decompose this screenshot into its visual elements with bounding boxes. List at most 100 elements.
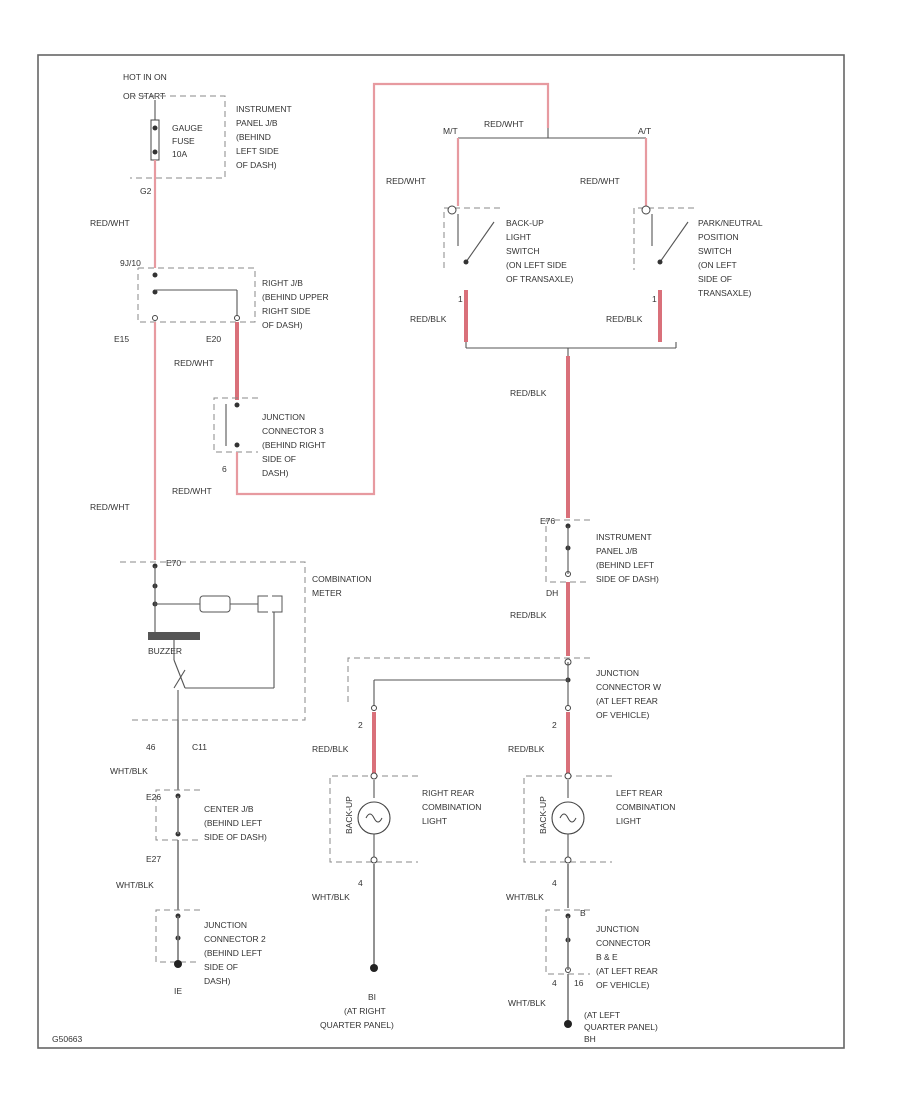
svg-text:(BEHIND LEFT: (BEHIND LEFT bbox=[596, 560, 654, 570]
backup-switch-label: BACK-UP LIGHT SWITCH (ON LEFT SIDE OF TR… bbox=[506, 218, 574, 284]
svg-text:JUNCTION: JUNCTION bbox=[596, 668, 639, 678]
conn-4b: 4 bbox=[552, 978, 557, 988]
svg-text:(BEHIND LEFT: (BEHIND LEFT bbox=[204, 948, 262, 958]
junction-connector-3-label: JUNCTION CONNECTOR 3 (BEHIND RIGHT SIDE … bbox=[262, 412, 326, 478]
svg-text:(BEHIND: (BEHIND bbox=[236, 132, 271, 142]
gauge-fuse-label: GAUGE FUSE 10A bbox=[172, 123, 203, 159]
meter-resistor-icon bbox=[199, 595, 231, 613]
right-jb-box bbox=[137, 267, 256, 323]
svg-text:(ON LEFT: (ON LEFT bbox=[698, 260, 737, 270]
junction-connector-b-label: JUNCTION CONNECTOR B & E (AT LEFT REAR O… bbox=[596, 924, 658, 990]
svg-text:PANEL J/B: PANEL J/B bbox=[236, 118, 278, 128]
right-jb-label: RIGHT J/B (BEHIND UPPER RIGHT SIDE OF DA… bbox=[262, 278, 329, 330]
svg-text:METER: METER bbox=[312, 588, 342, 598]
svg-text:RIGHT J/B: RIGHT J/B bbox=[262, 278, 303, 288]
conn-b6: B bbox=[580, 908, 586, 918]
svg-text:(BEHIND UPPER: (BEHIND UPPER bbox=[262, 292, 329, 302]
svg-text:LIGHT: LIGHT bbox=[422, 816, 447, 826]
svg-text:INSTRUMENT: INSTRUMENT bbox=[596, 532, 652, 542]
conn-e26: E26 bbox=[146, 792, 161, 802]
conn-e20: E20 bbox=[206, 334, 221, 344]
ground-center-icon bbox=[174, 960, 182, 968]
ground-right-label: BI (AT RIGHT QUARTER PANEL) bbox=[320, 992, 394, 1030]
svg-text:RIGHT REAR: RIGHT REAR bbox=[422, 788, 474, 798]
svg-text:OF VEHICLE): OF VEHICLE) bbox=[596, 710, 650, 720]
junction-connector-w-label: JUNCTION CONNECTOR W (AT LEFT REAR OF VE… bbox=[596, 668, 661, 720]
svg-text:INSTRUMENT: INSTRUMENT bbox=[236, 104, 292, 114]
center-jb-label: CENTER J/B (BEHIND LEFT SIDE OF DASH) bbox=[204, 804, 267, 842]
buzzer-label: BUZZER bbox=[148, 646, 182, 656]
conn-1a: 1 bbox=[458, 294, 463, 304]
wire-label-redblk-5: RED/BLK bbox=[312, 744, 349, 754]
wire-label-redwht-3: RED/WHT bbox=[172, 486, 212, 496]
ground-left-icon bbox=[564, 1020, 572, 1028]
conn-46: 46 bbox=[146, 742, 156, 752]
svg-text:(ON LEFT SIDE: (ON LEFT SIDE bbox=[506, 260, 567, 270]
svg-text:QUARTER PANEL): QUARTER PANEL) bbox=[320, 1020, 394, 1030]
wire-label-whtblk-2: WHT/BLK bbox=[116, 880, 154, 890]
wire-label-redblk-1: RED/BLK bbox=[410, 314, 447, 324]
wire-label-redwht-5: RED/WHT bbox=[484, 119, 524, 129]
svg-text:FUSE: FUSE bbox=[172, 136, 195, 146]
junction-connector-2-label: JUNCTION CONNECTOR 2 (BEHIND LEFT SIDE O… bbox=[204, 920, 266, 986]
svg-text:(AT RIGHT: (AT RIGHT bbox=[344, 1006, 386, 1016]
conn-6: 6 bbox=[222, 464, 227, 474]
svg-text:OF DASH): OF DASH) bbox=[262, 320, 303, 330]
svg-text:JUNCTION: JUNCTION bbox=[262, 412, 305, 422]
svg-text:RIGHT SIDE: RIGHT SIDE bbox=[262, 306, 311, 316]
left-rear-lamp-label: LEFT REAR COMBINATION LIGHT bbox=[616, 788, 675, 826]
svg-text:CONNECTOR W: CONNECTOR W bbox=[596, 682, 661, 692]
left-bulb-tag: BACK-UP bbox=[538, 796, 548, 834]
meter-coil-icon bbox=[257, 595, 268, 613]
svg-text:SWITCH: SWITCH bbox=[698, 246, 732, 256]
instrument-panel-jb-right-label: INSTRUMENT PANEL J/B (BEHIND LEFT SIDE O… bbox=[596, 532, 659, 584]
conn-4r: 4 bbox=[358, 878, 363, 888]
pn-switch-label: PARK/NEUTRAL POSITION SWITCH (ON LEFT SI… bbox=[698, 218, 763, 298]
svg-text:DASH): DASH) bbox=[262, 468, 289, 478]
svg-text:SIDE OF: SIDE OF bbox=[698, 274, 732, 284]
svg-text:(BEHIND RIGHT: (BEHIND RIGHT bbox=[262, 440, 326, 450]
svg-text:TRANSAXLE): TRANSAXLE) bbox=[698, 288, 752, 298]
ground-left-label: (AT LEFT QUARTER PANEL) BH bbox=[584, 1010, 658, 1044]
svg-text:B & E: B & E bbox=[596, 952, 618, 962]
conn-4l: 4 bbox=[552, 878, 557, 888]
instrument-panel-jb-top-label: INSTRUMENT PANEL J/B (BEHIND LEFT SIDE O… bbox=[236, 104, 292, 170]
svg-text:SIDE OF: SIDE OF bbox=[262, 454, 296, 464]
conn-dh: DH bbox=[546, 588, 558, 598]
svg-text:QUARTER PANEL): QUARTER PANEL) bbox=[584, 1022, 658, 1032]
svg-text:PARK/NEUTRAL: PARK/NEUTRAL bbox=[698, 218, 763, 228]
svg-text:(BEHIND LEFT: (BEHIND LEFT bbox=[204, 818, 262, 828]
svg-text:LEFT REAR: LEFT REAR bbox=[616, 788, 663, 798]
svg-text:COMBINATION: COMBINATION bbox=[312, 574, 371, 584]
ground-right-icon bbox=[370, 964, 378, 972]
svg-text:OF VEHICLE): OF VEHICLE) bbox=[596, 980, 650, 990]
svg-text:COMBINATION: COMBINATION bbox=[422, 802, 481, 812]
mt-label: M/T bbox=[443, 126, 458, 136]
hot-label-1: HOT IN ON bbox=[123, 72, 167, 82]
svg-text:POSITION: POSITION bbox=[698, 232, 739, 242]
diagram-border bbox=[37, 54, 845, 1049]
backup-switch-icon bbox=[465, 221, 495, 263]
wire-label-redblk-6: RED/BLK bbox=[508, 744, 545, 754]
conn-16: 16 bbox=[574, 978, 584, 988]
svg-text:(AT LEFT: (AT LEFT bbox=[584, 1010, 620, 1020]
wire-label-redwht-7: RED/WHT bbox=[580, 176, 620, 186]
svg-text:PANEL J/B: PANEL J/B bbox=[596, 546, 638, 556]
wire-label-redblk-3: RED/BLK bbox=[510, 388, 547, 398]
junction-connector-w-box bbox=[347, 657, 590, 704]
conn-e27: E27 bbox=[146, 854, 161, 864]
svg-text:SWITCH: SWITCH bbox=[506, 246, 540, 256]
wire-label-redwht-4: RED/WHT bbox=[90, 502, 130, 512]
right-rear-lamp-label: RIGHT REAR COMBINATION LIGHT bbox=[422, 788, 481, 826]
conn-e76: E76 bbox=[540, 516, 555, 526]
pn-switch-icon bbox=[659, 221, 689, 263]
svg-text:LIGHT: LIGHT bbox=[616, 816, 641, 826]
wire-label-whtblk-4: WHT/BLK bbox=[506, 892, 544, 902]
wire-label-redwht-2: RED/WHT bbox=[174, 358, 214, 368]
svg-text:SIDE OF DASH): SIDE OF DASH) bbox=[204, 832, 267, 842]
wire-label-redwht-6: RED/WHT bbox=[386, 176, 426, 186]
svg-text:BACK-UP: BACK-UP bbox=[506, 218, 544, 228]
svg-text:(AT LEFT REAR: (AT LEFT REAR bbox=[596, 966, 658, 976]
svg-text:SIDE OF DASH): SIDE OF DASH) bbox=[596, 574, 659, 584]
